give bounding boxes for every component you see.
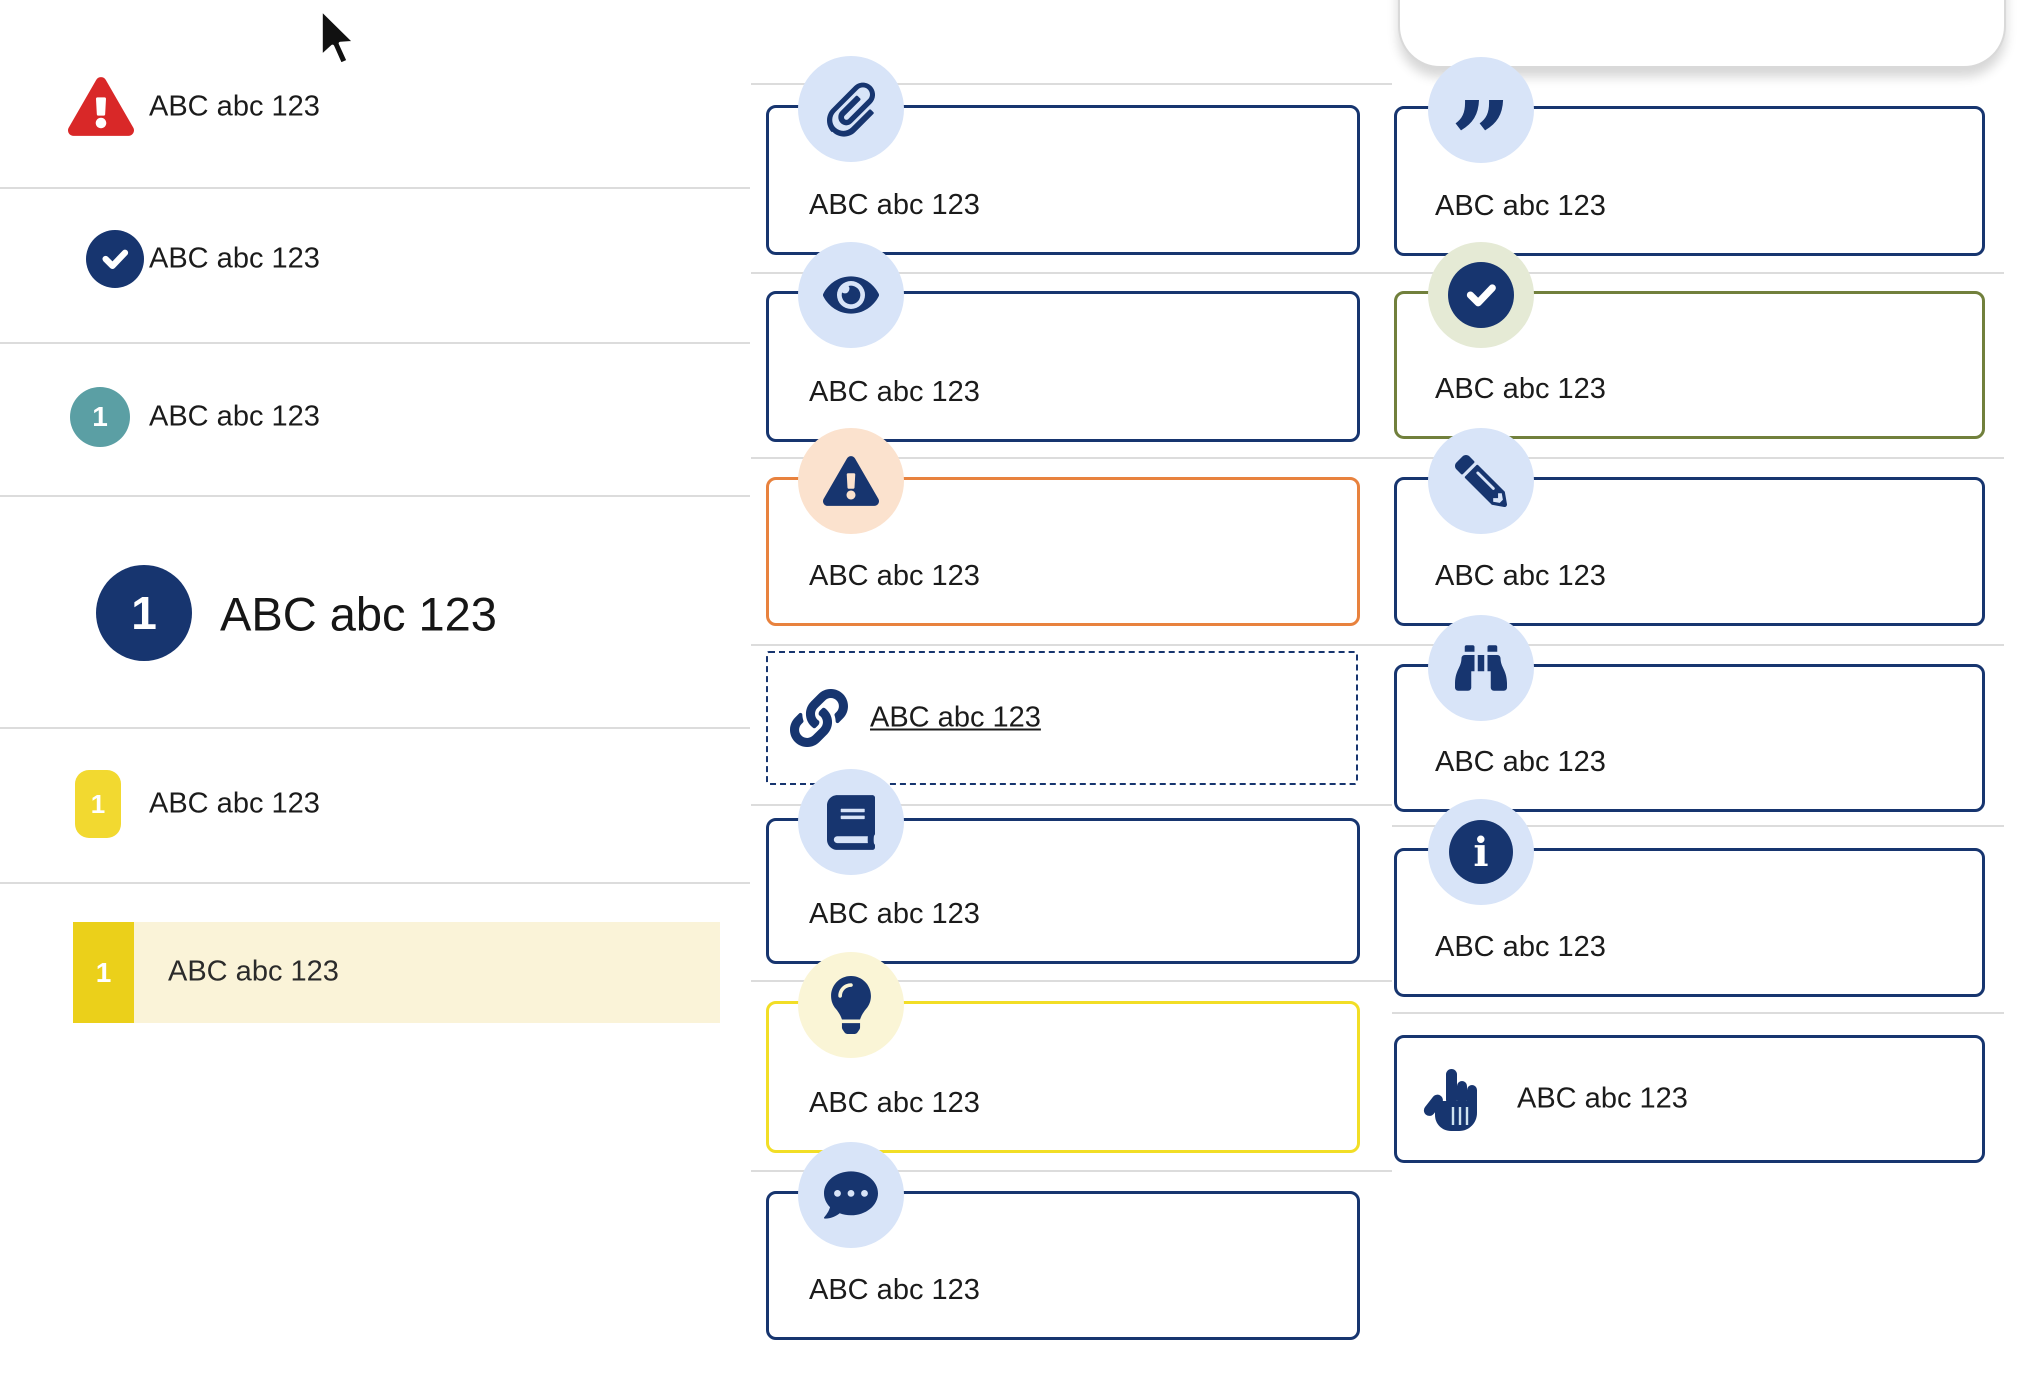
- callout-visibility: ABC abc 123: [766, 242, 1360, 442]
- callout-comment: ABC abc 123: [766, 1142, 1360, 1340]
- card-bottom-edge: [1398, 0, 2006, 68]
- divider: [751, 644, 1392, 646]
- callout-label: ABC abc 123: [809, 560, 980, 592]
- hand-point-up-icon: [1423, 1066, 1483, 1132]
- row-highlight: [73, 922, 720, 1023]
- divider: [751, 272, 1392, 274]
- callout-success: ABC abc 123: [1394, 242, 1985, 439]
- list-item-label: ABC abc 123: [168, 955, 339, 988]
- list-item-label: ABC abc 123: [149, 787, 320, 820]
- callout-action[interactable]: ABC abc 123: [1394, 1035, 1985, 1163]
- pencil-icon: [1428, 428, 1534, 534]
- warning-triangle-icon: [68, 77, 134, 136]
- callout-warning: ABC abc 123: [766, 428, 1360, 626]
- lightbulb-icon: [798, 952, 904, 1058]
- divider: [751, 457, 1392, 459]
- list-item-label: ABC abc 123: [149, 242, 320, 275]
- divider: [1392, 825, 2004, 827]
- divider: [0, 187, 750, 189]
- comment-dots-icon: [798, 1142, 904, 1248]
- callout-link-text[interactable]: ABC abc 123: [870, 701, 1041, 734]
- check-circle-icon: [86, 230, 144, 288]
- warning-triangle-icon: [798, 428, 904, 534]
- callout-attachment: ABC abc 123: [766, 56, 1360, 255]
- callout-label: ABC abc 123: [1435, 560, 1606, 592]
- number-badge-navy-large: 1: [96, 565, 192, 661]
- paperclip-icon: [798, 56, 904, 162]
- callout-label: ABC abc 123: [1435, 373, 1606, 405]
- divider: [751, 1170, 1392, 1172]
- number-badge-teal: 1: [70, 387, 130, 447]
- callout-explore: ABC abc 123: [1394, 615, 1985, 812]
- divider: [1392, 644, 2004, 646]
- binoculars-icon: [1428, 615, 1534, 721]
- divider: [0, 882, 750, 884]
- callout-edit: ABC abc 123: [1394, 428, 1985, 626]
- callout-label: ABC abc 123: [1435, 931, 1606, 963]
- link-icon: [790, 689, 848, 747]
- callout-reference: ABC abc 123: [766, 769, 1360, 964]
- divider: [751, 804, 1392, 806]
- divider: [0, 727, 750, 729]
- divider: [1392, 1012, 2004, 1014]
- callout-label: ABC abc 123: [809, 1274, 980, 1306]
- callout-label: ABC abc 123: [809, 376, 980, 408]
- callout-info: i ABC abc 123: [1394, 799, 1985, 997]
- callout-label: ABC abc 123: [1435, 190, 1606, 222]
- quote-right-icon: ”: [1428, 57, 1534, 193]
- divider: [751, 980, 1392, 982]
- divider: [751, 83, 1392, 85]
- divider: [0, 342, 750, 344]
- callout-label: ABC abc 123: [1517, 1082, 1688, 1115]
- callout-label: ABC abc 123: [809, 898, 980, 930]
- number-badge-yellow-square: 1: [73, 922, 134, 1023]
- callout-link: ABC abc 123: [766, 651, 1358, 785]
- callout-quote: ” ABC abc 123: [1394, 57, 1985, 256]
- divider: [1392, 272, 2004, 274]
- callout-label: ABC abc 123: [1435, 746, 1606, 778]
- mouse-pointer-icon: [313, 6, 361, 70]
- callout-label: ABC abc 123: [809, 1087, 980, 1119]
- info-glyph: i: [1473, 828, 1489, 876]
- list-item-label: ABC abc 123: [149, 90, 320, 123]
- divider: [0, 495, 750, 497]
- divider: [1392, 457, 2004, 459]
- info-circle-icon: i: [1428, 799, 1534, 905]
- callout-tip: ABC abc 123: [766, 952, 1360, 1153]
- list-item-label: ABC abc 123: [149, 400, 320, 433]
- eye-icon: [798, 242, 904, 348]
- check-circle-icon: [1428, 242, 1534, 348]
- list-item-label: ABC abc 123: [220, 587, 497, 641]
- number-badge-yellow-rounded: 1: [75, 770, 121, 838]
- book-icon: [798, 769, 904, 875]
- callout-label: ABC abc 123: [809, 189, 980, 221]
